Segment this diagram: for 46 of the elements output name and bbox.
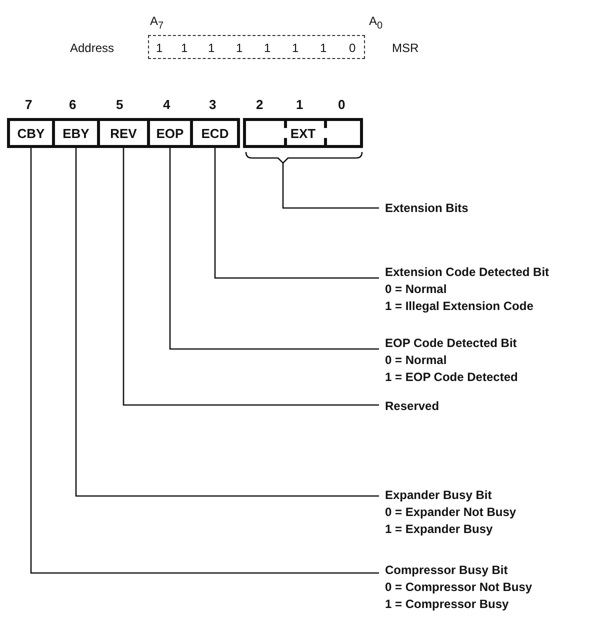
- heading-text: Extension Code Detected Bit: [385, 264, 550, 281]
- value-text: 1 = Compressor Busy: [385, 596, 510, 613]
- bit-value: 1: [264, 41, 271, 55]
- value-text: 1 = Illegal Extension Code: [385, 298, 534, 315]
- register-field: ECD: [190, 118, 240, 148]
- register-field: REV: [97, 118, 150, 148]
- row-label: Address: [70, 41, 114, 55]
- heading-text: EOP Code Detected Bit: [385, 335, 518, 352]
- leader-line: [214, 148, 379, 279]
- bit-value: 1: [181, 41, 188, 55]
- bit-value: 0: [349, 41, 356, 55]
- value-text: 0 = Compressor Not Busy: [385, 579, 532, 596]
- bit-number: 5: [116, 97, 124, 112]
- leader-line: [282, 163, 379, 209]
- bit-number: 2: [256, 97, 264, 112]
- bit-number: 4: [163, 97, 170, 112]
- leader-line: [30, 148, 379, 574]
- bit-value: 1: [292, 41, 299, 55]
- address-bit-label: A$_{0}$: [369, 14, 383, 32]
- value-text: 0 = Normal: [385, 352, 448, 369]
- register-field: EXT: [243, 118, 363, 148]
- value-text: 0 = Normal: [385, 281, 448, 298]
- leader-line: [122, 148, 379, 406]
- bit-number: 3: [209, 97, 216, 112]
- heading-text: Reserved: [385, 398, 440, 415]
- value-text: 0 = Expander Not Busy: [385, 504, 516, 521]
- bit-number: 1: [296, 97, 304, 112]
- bit-value: 1: [236, 41, 243, 55]
- bit-number: 0: [338, 97, 346, 112]
- address-bit-label: A$_{7}$: [150, 14, 164, 32]
- register-field: EOP: [147, 118, 193, 148]
- heading-text: Compressor Busy Bit: [385, 562, 509, 579]
- bit-value: 1: [156, 41, 163, 55]
- register-field: EBY: [52, 118, 100, 148]
- leader-line: [169, 148, 379, 350]
- value-text: 1 = Expander Busy: [385, 521, 494, 538]
- bit-value: 1: [208, 41, 215, 55]
- leader-line: [75, 148, 379, 497]
- bit-value: 1: [320, 41, 327, 55]
- heading-text: Expander Busy Bit: [385, 487, 493, 504]
- value-text: 1 = EOP Code Detected: [385, 369, 518, 386]
- register-field: CBY: [7, 118, 55, 148]
- bit-number: 6: [69, 97, 76, 112]
- bit-number: 7: [25, 97, 32, 112]
- register-name: MSR: [392, 41, 419, 55]
- heading-text: Extension Bits: [385, 200, 468, 217]
